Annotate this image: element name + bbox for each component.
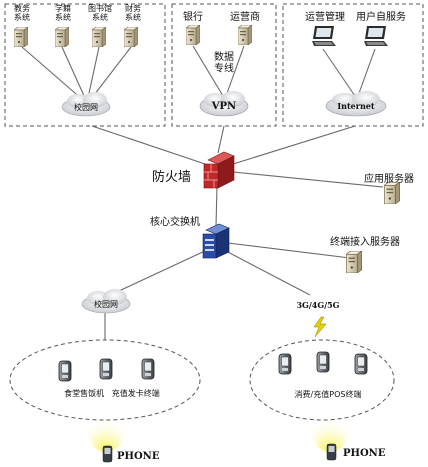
label-phone-right: PHONE [343,448,386,459]
server-icon-application [384,182,400,204]
label-finance: 财务系统 [125,3,141,22]
label-campus-cloud-bottom: 校园网 [94,299,118,309]
label-campus-cloud-top: 校园网 [74,102,98,112]
label-vpn: VPN [211,101,236,112]
lightning-icon [313,316,327,338]
label-phone-left: PHONE [117,451,160,462]
server-icon-records [55,27,69,47]
pc-icon-ops [312,26,336,46]
label-internet: Internet [337,101,374,111]
label-terminal-server: 终端接入服务器 [330,235,400,248]
server-icon-terminal-access [346,251,362,273]
label-bank: 银行 [183,10,203,23]
terminal-icon-pos-left [99,358,113,380]
label-operator: 运营商 [230,10,260,23]
group-ellipse-right [249,339,395,421]
cloud-icon-campus-top [61,92,111,117]
firewall-icon [203,151,235,189]
cloud-icon-campus-bottom [81,289,131,314]
group-box-middle [171,3,277,127]
label-data-line: 数据专线 [214,50,234,75]
label-core-switch: 核心交换机 [150,215,200,228]
server-icon-operator [238,25,252,45]
group-box-right [282,3,424,127]
label-records: 学籍系统 [55,3,71,22]
server-icon-finance [124,27,138,47]
group-ellipse-left [9,339,201,421]
label-self-service: 用户自服务 [356,10,406,23]
terminal-icon-pos-2 [316,351,330,373]
phone-icon-left [102,445,113,463]
connection-lines [21,45,384,340]
terminal-icon-canteen [58,360,72,382]
server-icon-bank [186,25,200,45]
label-firewall: 防火墙 [152,169,191,185]
label-library: 图书馆系统 [88,3,112,22]
label-ops: 运营管理 [305,10,345,23]
terminal-icon-recharge [141,358,155,380]
server-icon-academic [14,27,28,47]
label-left-terminals: 食堂售饭机 充值发卡终端 [64,388,160,398]
server-icon-library [92,27,106,47]
label-right-terminals: 消费/充值POS终端 [295,389,362,399]
group-box-left [4,3,166,127]
label-academic: 教务系统 [14,3,30,22]
labels: 教务系统 学籍系统 图书馆系统 财务系统 校园网 银行 运营商 数据专线 VPN… [14,3,414,462]
nfc-glow-left [88,412,124,452]
pc-icon-self-service [364,26,388,46]
core-switch-icon [202,223,230,259]
terminal-icon-pos-3 [354,353,368,375]
phone-icon-right [326,443,337,461]
nfc-glow-right [312,412,348,452]
cloud-icon-internet [325,91,387,117]
terminal-icon-pos-1 [278,353,292,375]
cloud-icon-vpn [199,91,249,117]
label-app-server: 应用服务器 [364,172,414,185]
label-3g4g5g: 3G/4G/5G [296,300,339,310]
